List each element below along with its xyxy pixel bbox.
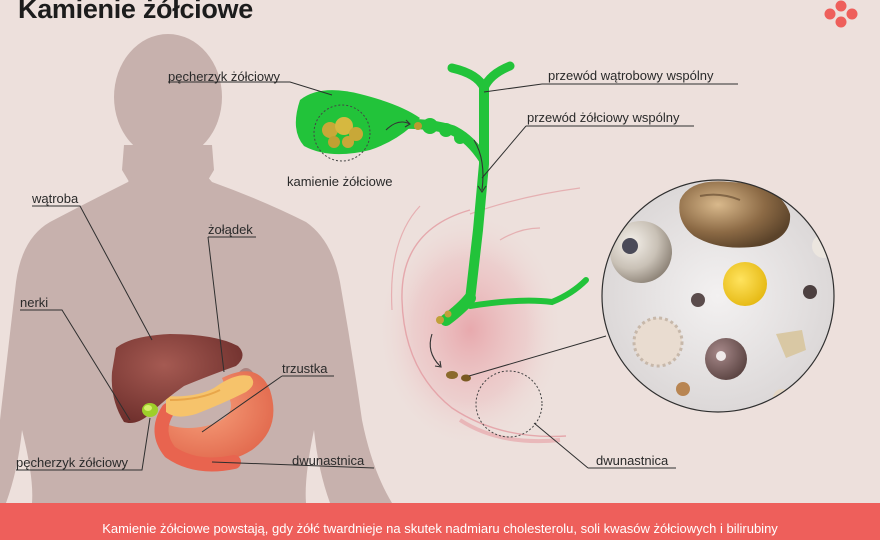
leader-lines [16,81,738,471]
label-duodenum-right: dwunastnica [596,453,669,468]
label-pancreas: trzustka [282,361,328,376]
label-liver: wątroba [32,191,79,206]
label-duodenum-body: dwunastnica [292,453,365,468]
organs [111,334,274,472]
gallstones-photo [601,179,835,413]
label-bile-duct: przewód żółciowy wspólny [527,110,680,125]
label-stomach: żołądek [208,222,253,237]
footer-text: Kamienie żółciowe powstają, gdy żółć twa… [102,521,778,536]
brand-cross-dots-icon [824,0,858,28]
footer-banner: Kamienie żółciowe powstają, gdy żółć twa… [0,503,880,540]
label-gallbladder-top: pęcherzyk żółciowy [168,69,280,84]
duodenum-illustration [375,187,581,450]
label-gallstones: kamienie żółciowe [287,174,393,189]
biliary-tree [295,61,589,438]
label-kidneys: nerki [20,295,49,310]
label-gallbladder-body: pęcherzyk żółciowy [16,455,128,470]
label-hepatic-duct: przewód wątrobowy wspólny [548,68,714,83]
page-title: Kamienie żółciowe [18,0,253,24]
